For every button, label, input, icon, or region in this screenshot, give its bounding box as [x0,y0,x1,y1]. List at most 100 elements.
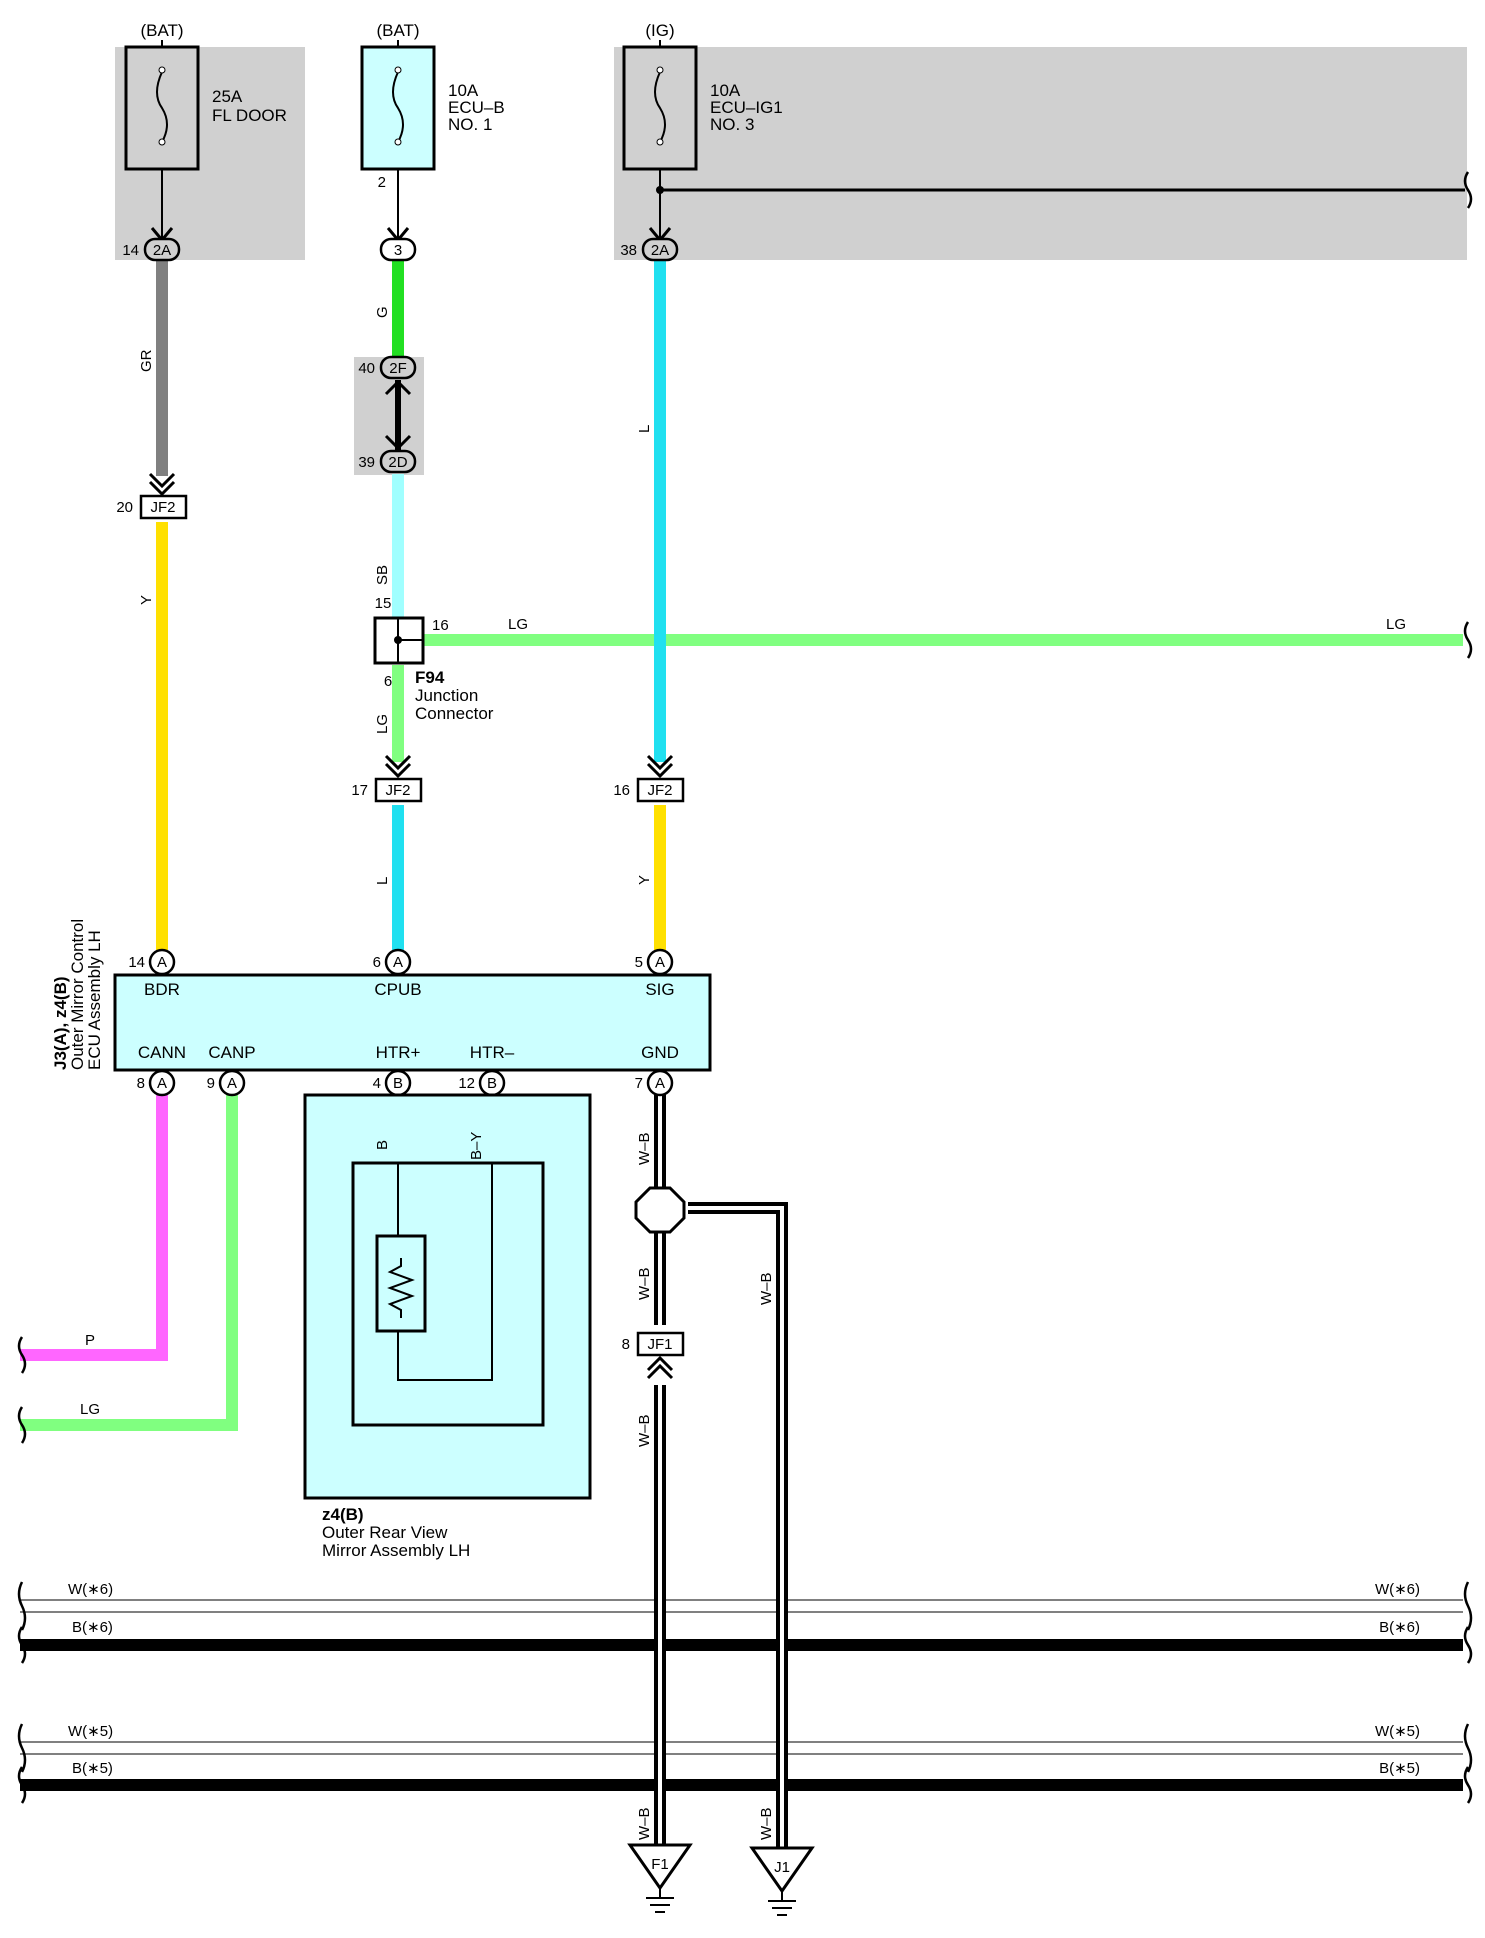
svg-text:14: 14 [122,242,139,259]
outer-rear-view-mirror: z4(B) Outer Rear View Mirror Assembly LH [303,1093,592,1560]
pin-canp: A 9 CANP [207,1043,256,1097]
bus-label: B(∗6) [72,1619,113,1636]
connector-jf2-20: JF2 20 [116,472,188,520]
svg-text:8: 8 [622,1336,630,1353]
bus-label: B(∗5) [1379,1760,1420,1777]
svg-text:A: A [655,1075,665,1092]
svg-text:16: 16 [613,782,630,799]
connector-jf2-17: JF2 17 [351,754,423,803]
bus-label: W(∗5) [68,1723,113,1740]
fuse-number: NO. 1 [448,115,492,134]
svg-text:9: 9 [207,1075,215,1092]
svg-text:BDR: BDR [144,980,180,999]
fuse-icon [654,71,666,143]
svg-text:JF2: JF2 [385,782,410,799]
ecu-outer-mirror-control: A 14 BDR A 6 CPUB A 5 SIG A 8 CANN A 9 C… [51,919,712,1097]
svg-text:A: A [157,1075,167,1092]
svg-text:2F: 2F [389,360,407,377]
mirror-id: z4(B) [322,1505,364,1524]
svg-text:J1: J1 [774,1859,790,1876]
svg-text:Mirror Assembly LH: Mirror Assembly LH [322,1541,470,1560]
connector-2a-38: 2A 38 [620,227,679,262]
wire-label: LG [508,616,528,633]
bus-label: W(∗6) [1375,1581,1420,1598]
fuse-number: NO. 3 [710,115,754,134]
pin-sig: A 5 SIG [635,948,675,999]
svg-text:2A: 2A [651,242,669,259]
wire-label: SB [374,565,391,585]
svg-text:12: 12 [458,1075,475,1092]
break-marks [17,171,1473,1804]
fuse-icon [392,71,404,143]
svg-text:39: 39 [358,454,375,471]
svg-text:F1: F1 [651,1856,669,1873]
wire-label: LG [1386,616,1406,633]
resistor-icon [387,1258,415,1318]
fuse-source-label: (BAT) [376,21,419,40]
svg-text:B: B [487,1075,497,1092]
svg-text:16: 16 [432,617,449,634]
svg-text:JF1: JF1 [647,1336,672,1353]
svg-text:A: A [393,954,403,971]
svg-text:A: A [227,1075,237,1092]
bus-label: B(∗5) [72,1760,113,1777]
ground-splice [634,1186,686,1234]
svg-text:6: 6 [373,954,381,971]
svg-text:B: B [393,1075,403,1092]
svg-text:2D: 2D [388,454,407,471]
ground-icon [627,1843,693,1891]
svg-text:14: 14 [128,954,145,971]
inline-connector-2f-2d: 2F 40 2D 39 [358,355,417,474]
fuse-name: ECU–IG1 [710,98,783,117]
wire-label: Y [138,595,155,605]
svg-text:Outer Mirror Control: Outer Mirror Control [68,919,87,1070]
wire-label: Y [636,875,653,885]
fuse-rating: 10A [448,81,479,100]
svg-text:JF2: JF2 [150,499,175,516]
svg-text:Outer Rear View: Outer Rear View [322,1523,448,1542]
svg-text:J3(A), z4(B): J3(A), z4(B) [51,976,70,1070]
svg-text:SIG: SIG [645,980,674,999]
bus-w5 [20,1741,1463,1755]
fuse-fl-door: (BAT) 25A FL DOOR [124,21,287,171]
svg-text:A: A [655,954,665,971]
svg-text:3: 3 [394,242,402,259]
svg-text:17: 17 [351,782,368,799]
connector-2a-14: 2A 14 [122,227,181,262]
pin-gnd: A 7 GND [635,1043,679,1097]
svg-text:CPUB: CPUB [374,980,421,999]
wire-lg-low [20,1090,238,1431]
bus-label: B(∗6) [1379,1619,1420,1636]
wire-p [20,1090,168,1361]
wire-label: L [636,425,653,433]
svg-text:7: 7 [635,1075,643,1092]
wire-label: W–B [636,1414,653,1447]
svg-text:4: 4 [373,1075,381,1092]
fuse-name: ECU–B [448,98,505,117]
wire-label: W–B [636,1807,653,1840]
ground-j1: J1 [749,1846,815,1916]
wire-label: GR [138,349,155,372]
ground-icon [749,1846,815,1894]
fuse-rating: 10A [710,81,741,100]
wire-label: P [85,1332,95,1349]
fuse-icon [156,71,168,143]
fuse-ecu-ig1: (IG) 10A ECU–IG1 NO. 3 [622,21,783,171]
wire-label: B–Y [468,1132,485,1160]
fuse-ecu-b: (BAT) 10A ECU–B NO. 1 2 [360,21,505,191]
svg-text:2A: 2A [153,242,171,259]
junction-id: F94 [415,668,445,687]
pin-bdr: A 14 BDR [128,948,180,999]
pin-number: 2 [378,174,386,191]
pin-cann: A 8 CANN [137,1043,186,1097]
svg-text:CANN: CANN [138,1043,186,1062]
svg-text:8: 8 [137,1075,145,1092]
svg-text:GND: GND [641,1043,679,1062]
fuse-name: FL DOOR [212,106,287,125]
wire-label: W–B [636,1132,653,1165]
fuse-source-label: (BAT) [140,21,183,40]
svg-text:CANP: CANP [208,1043,255,1062]
connector-3: 3 [379,227,417,262]
svg-text:HTR–: HTR– [470,1043,515,1062]
